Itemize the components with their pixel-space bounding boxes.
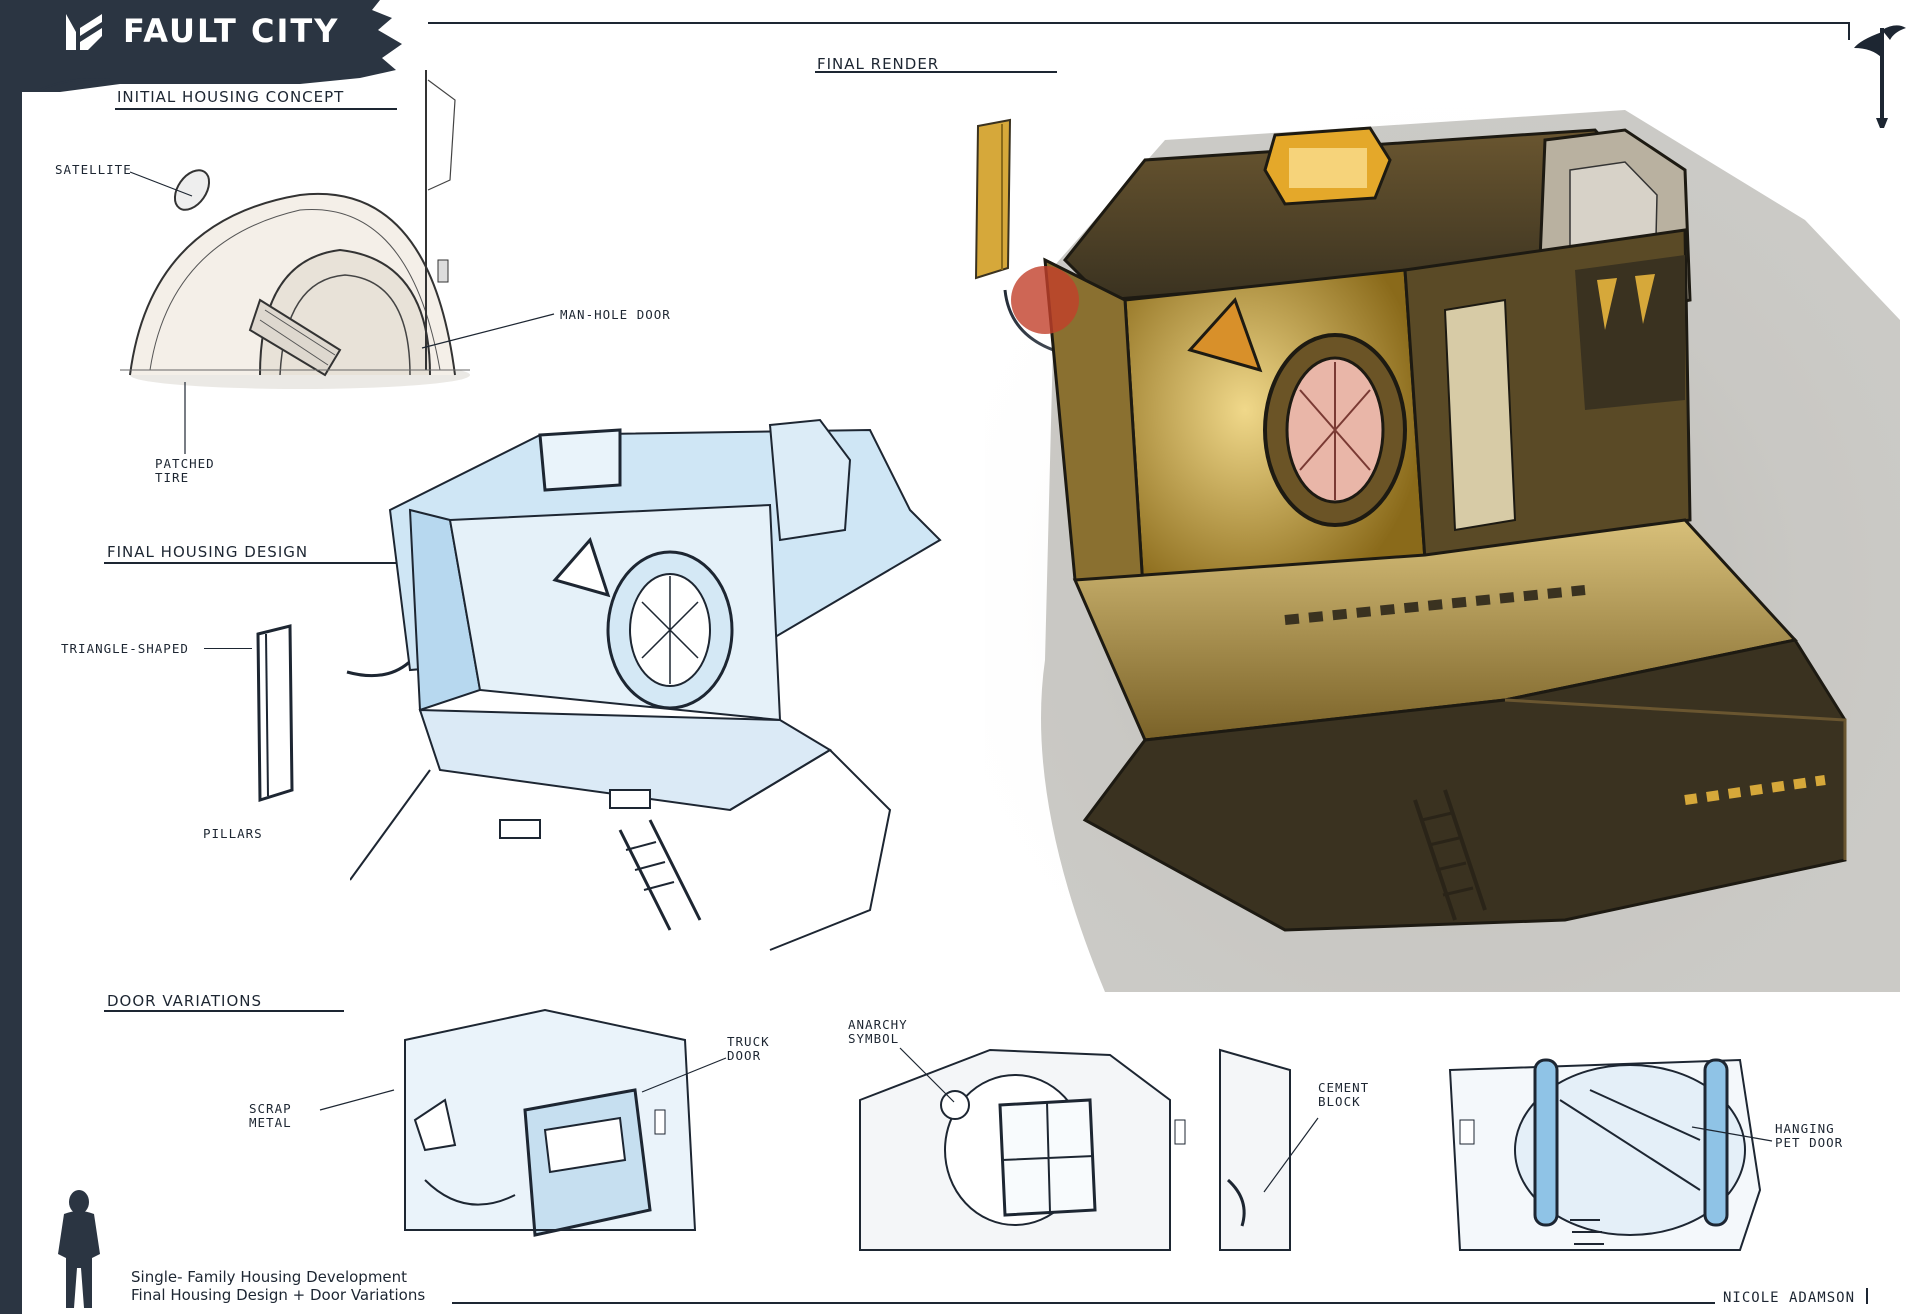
callout-triangle-shaped: TRIANGLE-SHAPED: [61, 641, 189, 656]
final-design-sketch: [350, 418, 942, 951]
callout-truck-door-line1: TRUCK: [727, 1034, 770, 1049]
left-frame-bar: [0, 0, 22, 1314]
leader-line: [1263, 1117, 1319, 1193]
title-banner: [0, 0, 402, 92]
section-rule: [815, 71, 1057, 73]
callout-cement-block-line2: BLOCK: [1318, 1094, 1361, 1109]
section-rule: [104, 1010, 344, 1012]
bottom-right-rule: [1866, 1288, 1868, 1304]
door-variation-truck-door-sketch: [404, 1008, 697, 1237]
callout-scrap-metal-line1: SCRAP: [249, 1101, 292, 1116]
pillar-sketch: [256, 624, 294, 803]
callout-satellite: SATELLITE: [55, 162, 132, 177]
callout-manhole-door: MAN-HOLE DOOR: [560, 307, 671, 322]
callout-cement-block-line1: CEMENT: [1318, 1080, 1370, 1095]
callout-patched-tire-line2: TIRE: [155, 470, 190, 485]
callout-anarchy-symbol-line2: SYMBOL: [848, 1031, 900, 1046]
section-title-initial-concept: INITIAL HOUSING CONCEPT: [117, 88, 345, 106]
leader-line: [204, 648, 252, 649]
section-rule: [115, 108, 397, 110]
section-title-door-variations: DOOR VARIATIONS: [107, 992, 262, 1010]
callout-patched-tire-line1: PATCHED: [155, 456, 215, 471]
dome-house-sketch: [120, 70, 470, 389]
callout-pillars: PILLARS: [203, 826, 263, 841]
leader-line: [1691, 1126, 1773, 1142]
callout-anarchy-symbol-line1: ANARCHY: [848, 1017, 908, 1032]
page-title: FAULT CITY: [123, 12, 340, 50]
leader-line: [319, 1089, 395, 1111]
leader-line: [641, 1057, 727, 1093]
footer-line-2: Final Housing Design + Door Variations: [131, 1286, 426, 1304]
author-name: NICOLE ADAMSON: [1715, 1291, 1864, 1305]
bottom-rule: [452, 1302, 1860, 1304]
section-rule: [104, 562, 396, 564]
leader-line: [899, 1047, 955, 1103]
callout-hanging-pet-door-line1: HANGING: [1775, 1121, 1835, 1136]
leader-line: [421, 313, 555, 349]
footer-caption: Single- Family Housing Development Final…: [131, 1268, 425, 1304]
door-variation-pet-door-sketch: [1448, 1058, 1762, 1251]
leader-line: [184, 382, 186, 454]
brand-logo-icon: [66, 14, 102, 50]
silhouette-figure-icon: [58, 1190, 100, 1308]
callout-hanging-pet-door-line2: PET DOOR: [1775, 1135, 1844, 1150]
leader-line: [129, 171, 193, 197]
top-rule: [428, 22, 1850, 24]
section-title-final-design: FINAL HOUSING DESIGN: [107, 543, 309, 561]
final-render-illustration: [985, 100, 1900, 992]
right-rule: [1848, 22, 1850, 40]
door-variation-cement-block-sketch: [859, 1048, 1291, 1251]
callout-scrap-metal-line2: METAL: [249, 1115, 292, 1130]
section-title-final-render: FINAL RENDER: [817, 55, 940, 73]
callout-truck-door-line2: DOOR: [727, 1048, 762, 1063]
footer-line-1: Single- Family Housing Development: [131, 1268, 408, 1286]
